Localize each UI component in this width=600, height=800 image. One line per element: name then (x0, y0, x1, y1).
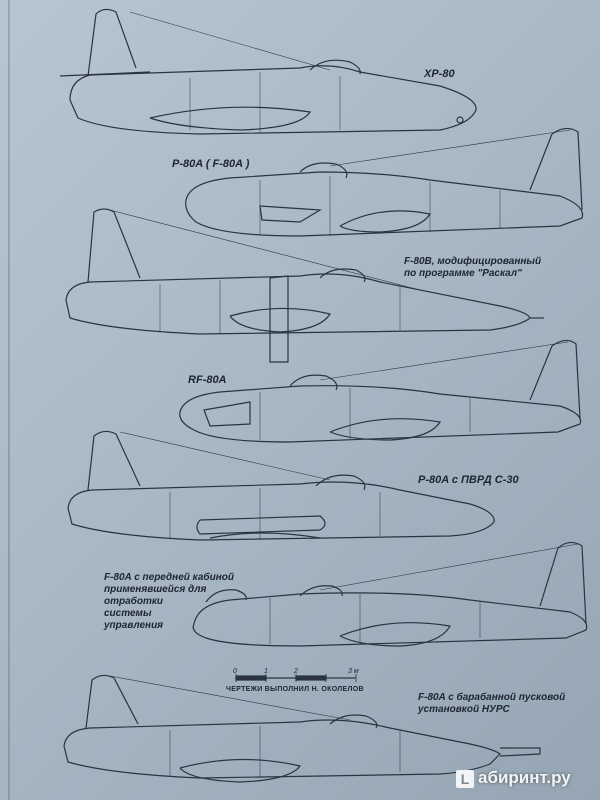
label-f80a-nurs: F-80A с барабанной пусковой установкой Н… (418, 692, 566, 715)
aircraft-rf80a (179, 339, 582, 443)
label-f80b: F-80B, модифицированный по программе "Ра… (404, 256, 542, 279)
aircraft-f80a-nurs (63, 674, 541, 783)
scale-caption: ЧЕРТЕЖИ ВЫПОЛНИЛ Н. ОКОЛЕЛОВ (226, 686, 364, 693)
watermark-text: абиринт.ру (478, 768, 571, 787)
aircraft-p80a-ramjet (67, 430, 495, 541)
label-p80a-ramjet: P-80A с ПВРД С-30 (418, 474, 519, 486)
scale-tick-0: 0 (233, 668, 237, 675)
labirint-logo-icon: L (456, 770, 474, 788)
page-fold (8, 0, 10, 800)
label-p80a: P-80A ( F-80A ) (172, 158, 250, 170)
aircraft-p80a (185, 127, 584, 237)
scale-bar (235, 674, 357, 682)
scale-tick-2: 2 (294, 668, 298, 675)
aircraft-f80b (65, 208, 544, 363)
aircraft-f80a-cockpit (192, 541, 588, 647)
label-rf80a: RF-80A (188, 374, 227, 386)
aircraft-xp80 (59, 8, 477, 135)
label-xp80: XP-80 (424, 68, 455, 80)
label-f80a-cockpit: F-80A с передней кабиной применявшейся д… (104, 572, 234, 631)
scale-tick-1: 1 (264, 668, 268, 675)
scale-tick-3: 3 м (348, 668, 359, 675)
